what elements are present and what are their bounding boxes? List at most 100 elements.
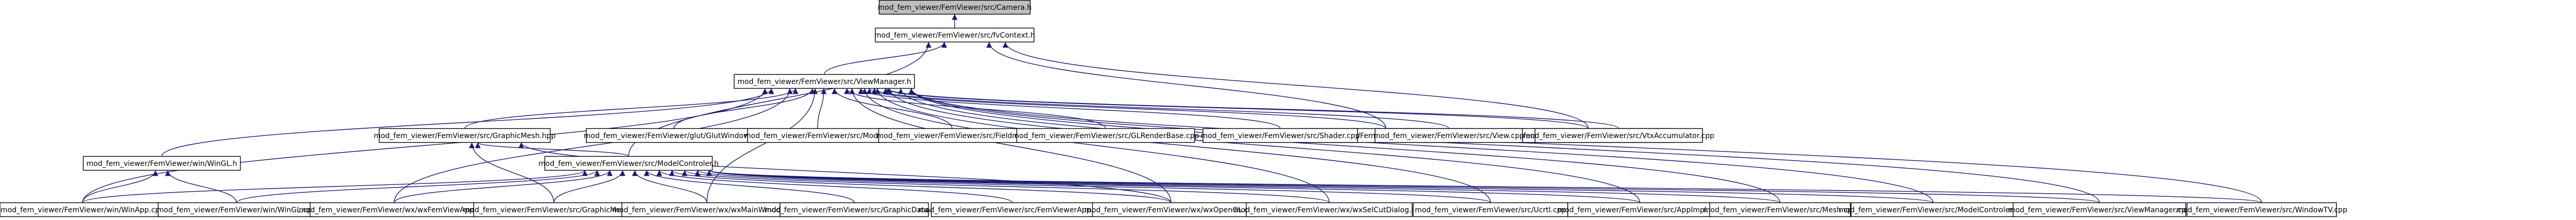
include-edge: [394, 88, 793, 203]
graph-node[interactable]: mod_fem_viewer/FemViewer/wx/wxFemViewApp…: [299, 202, 489, 217]
include-edge: [82, 88, 768, 203]
include-edge: [656, 170, 1013, 204]
node-box: [621, 202, 792, 217]
graph-node[interactable]: mod_fem_viewer/FemViewer/src/Field.cpp: [877, 128, 1028, 143]
include-edge: [908, 88, 1934, 203]
include-edge: [464, 88, 799, 129]
include-edge: [165, 170, 237, 203]
include-edge: [475, 142, 629, 157]
node-box: [1534, 128, 1703, 143]
include-edge: [832, 88, 953, 129]
graph-node[interactable]: mod_fem_viewer/FemViewer/glut/GlutWindow…: [584, 128, 764, 143]
node-label: mod_fem_viewer/FemViewer/src/ModelContro…: [1839, 206, 2027, 214]
graph-node[interactable]: mod_fem_viewer/FemViewer/src/Camera.h: [878, 0, 1032, 15]
node-box: [930, 202, 1094, 217]
include-edge: [874, 88, 1491, 203]
graph-node[interactable]: mod_fem_viewer/FemViewer/src/ModelContro…: [538, 156, 719, 171]
include-edge: [394, 170, 613, 203]
include-edge: [908, 88, 2262, 203]
graph-node[interactable]: mod_fem_viewer/FemViewer/wx/wxOpenGL.cpp: [1084, 202, 1258, 217]
graph-node[interactable]: mod_fem_viewer/FemViewer/src/GraphicData…: [765, 202, 944, 217]
nodes: mod_fem_viewer/FemViewer/src/Camera.hmod…: [0, 0, 2347, 217]
graph-node[interactable]: mod_fem_viewer/FemViewer/src/GLRenderBas…: [1012, 128, 1199, 143]
node-box: [2187, 202, 2337, 217]
graph-node[interactable]: mod_fem_viewer/FemViewer/src/AppImpl.cpp: [1558, 202, 1722, 217]
include-edge: [706, 170, 2100, 204]
graph-node[interactable]: mod_fem_viewer/FemViewer/src/Ucrtl.cpp: [1413, 202, 1568, 217]
include-edge: [706, 170, 1934, 204]
graph-node[interactable]: mod_fem_viewer/FemViewer/src/GraphicMesh…: [463, 202, 645, 217]
node-box: [1375, 128, 1523, 143]
graph-node[interactable]: mod_fem_viewer/FemViewer/wx/wxMainWindow…: [613, 202, 802, 217]
node-label: mod_fem_viewer/FemViewer/src/Mesh.cpp: [1703, 206, 1856, 214]
graph-node[interactable]: mod_fem_viewer/FemViewer/src/Shader.cpp: [1201, 128, 1360, 143]
graph-node[interactable]: mod_fem_viewer/FemViewer/src/View.cpp: [1374, 128, 1524, 143]
node-label: mod_fem_viewer/FemViewer/src/GLRenderBas…: [1012, 132, 1199, 140]
graph-node[interactable]: mod_fem_viewer/FemViewer/src/VtxAccumula…: [1523, 128, 1715, 143]
include-edge: [986, 42, 1386, 129]
include-edge: [885, 88, 1619, 129]
node-label: mod_fem_viewer/FemViewer/src/VtxAccumula…: [1523, 132, 1715, 140]
node-label: mod_fem_viewer/FemViewer/src/Field.cpp: [877, 132, 1028, 140]
graph-node[interactable]: mod_fem_viewer/FemViewer/win/WinApp.cpp: [0, 202, 165, 217]
node-box: [158, 202, 315, 217]
node-label: mod_fem_viewer/FemViewer/src/Ucrtl.cpp: [1415, 206, 1566, 214]
node-box: [734, 74, 915, 89]
include-edge: [1002, 42, 1589, 129]
node-box: [1851, 202, 2015, 217]
graph-node[interactable]: mod_fem_viewer/FemViewer/src/ViewManager…: [734, 74, 915, 89]
node-label: mod_fem_viewer/FemViewer/win/WinGL.cpp: [157, 206, 316, 214]
node-label: mod_fem_viewer/FemViewer/src/Shader.cpp: [1201, 132, 1360, 140]
node-label: mod_fem_viewer/FemViewer/src/ViewManager…: [2008, 206, 2191, 214]
node-box: [544, 156, 713, 171]
node-label: mod_fem_viewer/FemViewer/src/GraphicData…: [765, 206, 944, 214]
include-edge: [858, 88, 1281, 129]
node-label: mod_fem_viewer/FemViewer/src/ViewManager…: [737, 78, 911, 86]
graph-node[interactable]: mod_fem_viewer/FemViewer/src/fvContext.h: [874, 27, 1035, 43]
include-edge: [161, 88, 774, 157]
include-edge: [694, 170, 1491, 204]
include-edge: [82, 170, 159, 203]
node-label: mod_fem_viewer/FemViewer/wx/wxMainWindow…: [613, 206, 802, 214]
include-edge: [706, 170, 1781, 204]
node-box: [1709, 202, 1851, 217]
node-box: [2012, 202, 2187, 217]
include-edge: [887, 88, 1640, 203]
graph-node[interactable]: mod_fem_viewer/FemViewer/win/WinGL.h: [82, 156, 241, 171]
include-edge: [682, 170, 1330, 204]
graph-node[interactable]: mod_fem_viewer/FemViewer/src/WindowTV.cp…: [2176, 202, 2347, 217]
graph-node[interactable]: mod_fem_viewer/FemViewer/wx/wxSelCutDial…: [1234, 202, 1425, 217]
node-label: mod_fem_viewer/FemViewer/src/View.cpp: [1374, 132, 1524, 140]
graph-node[interactable]: mod_fem_viewer/FemViewer/src/Model.h: [744, 128, 891, 143]
include-edge: [669, 170, 1172, 204]
include-edge: [824, 42, 947, 75]
include-edge: [82, 170, 588, 204]
include-edge: [897, 88, 1781, 203]
include-edge: [518, 142, 1172, 203]
include-edge: [706, 88, 818, 203]
include-edge: [883, 88, 1589, 129]
graph-node[interactable]: mod_fem_viewer/FemViewer/src/FemViewerAp…: [919, 202, 1107, 217]
node-box: [1246, 202, 1413, 217]
graph-node[interactable]: mod_fem_viewer/FemViewer/src/ViewManager…: [2008, 202, 2191, 217]
node-box: [1202, 128, 1358, 143]
include-edge: [861, 88, 1330, 203]
graph-node[interactable]: mod_fem_viewer/FemViewer/win/WinGL.cpp: [157, 202, 316, 217]
node-label: mod_fem_viewer/FemViewer/src/AppImpl.cpp: [1558, 206, 1722, 214]
include-edge: [817, 88, 827, 129]
node-box: [310, 202, 479, 217]
node-label: mod_fem_viewer/FemViewer/src/Camera.h: [878, 4, 1032, 12]
include-edge: [908, 88, 2100, 203]
root-node-box: [878, 0, 1031, 15]
node-box: [1092, 202, 1250, 217]
node-label: mod_fem_viewer/FemViewer/win/WinApp.cpp: [1, 206, 164, 214]
include-edge: [236, 170, 600, 204]
graph-node[interactable]: mod_fem_viewer/FemViewer/src/ModelContro…: [1839, 202, 2027, 217]
node-label: mod_fem_viewer/FemViewer/glut/GlutWindow…: [584, 132, 764, 140]
node-label: mod_fem_viewer/FemViewer/src/GraphicMesh…: [463, 206, 645, 214]
graph-node[interactable]: mod_fem_viewer/FemViewer/src/Mesh.cpp: [1703, 202, 1857, 217]
node-box: [473, 202, 635, 217]
graph-node[interactable]: mod_fem_viewer/FemViewer/src/GraphicMesh…: [374, 128, 556, 143]
node-label: mod_fem_viewer/FemViewer/src/GraphicMesh…: [374, 132, 555, 140]
node-label: mod_fem_viewer/FemViewer/wx/wxFemViewApp…: [299, 206, 489, 214]
